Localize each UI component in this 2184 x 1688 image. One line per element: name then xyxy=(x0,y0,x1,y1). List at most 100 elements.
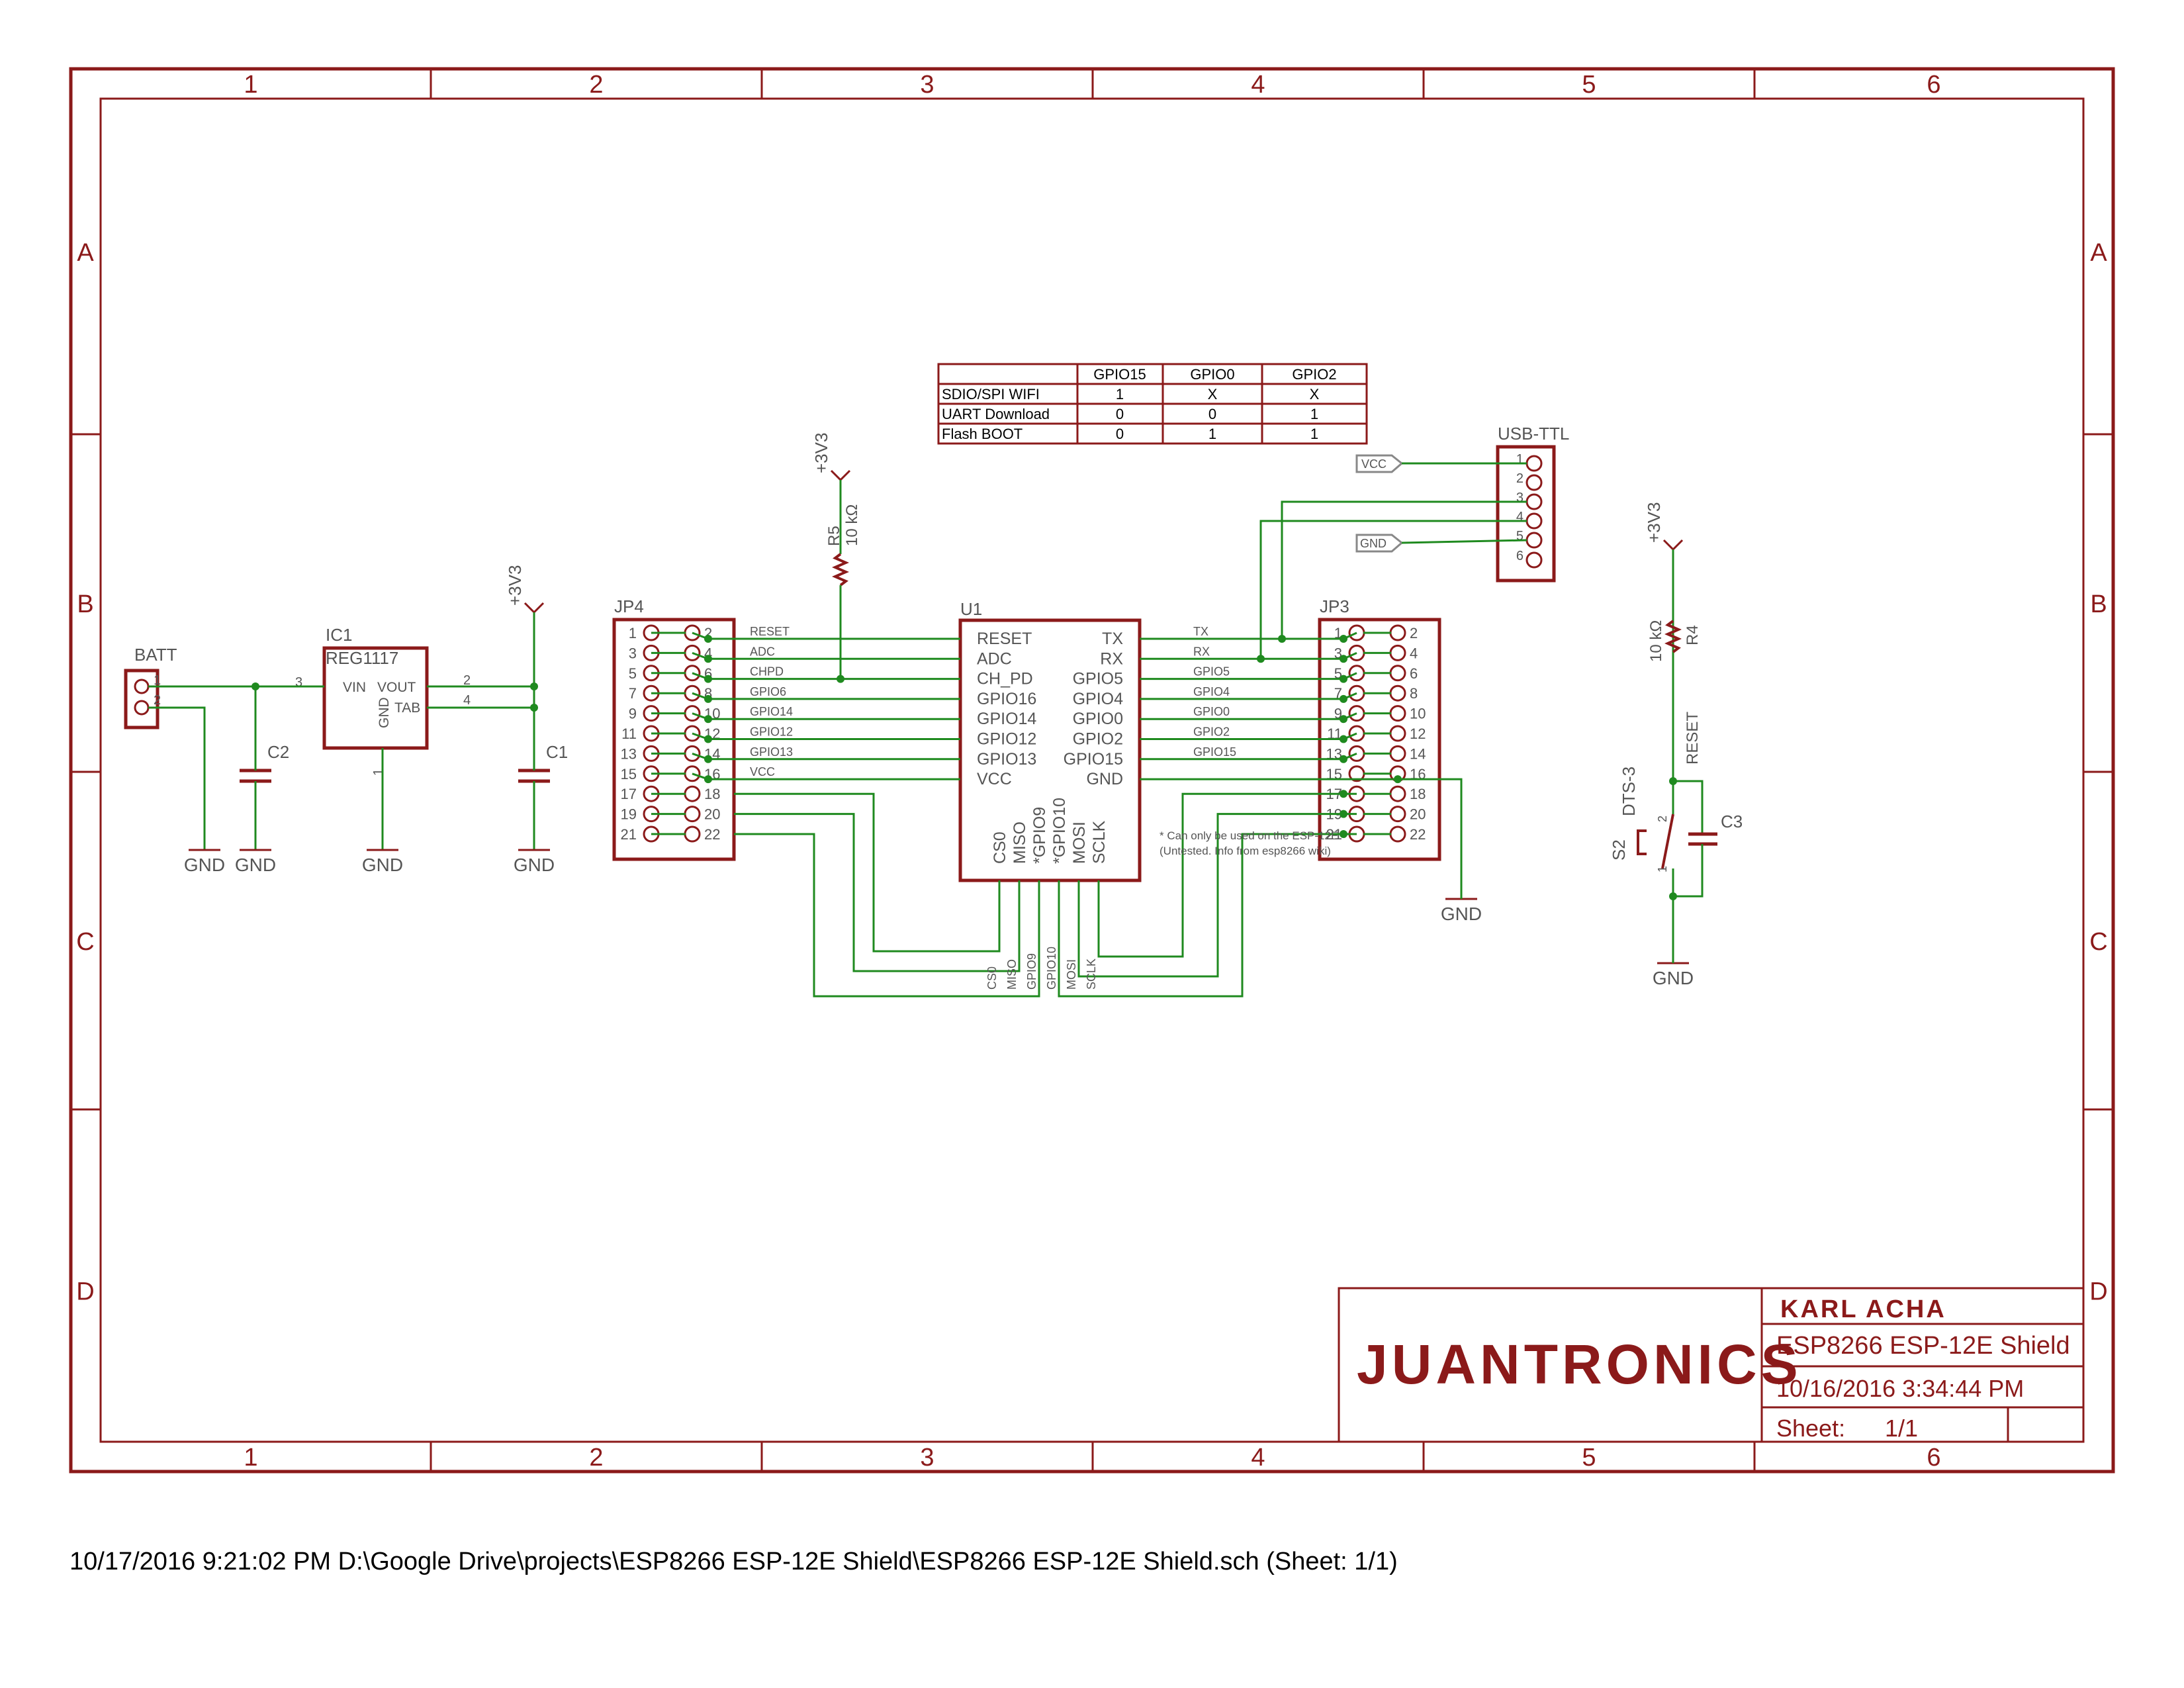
net-label: GPIO5 xyxy=(1193,665,1230,679)
header-pin xyxy=(684,785,701,802)
u1-left-pin-label: GPIO13 xyxy=(977,750,1036,769)
u1-bottom-pin-label: MISO xyxy=(1011,821,1029,864)
r4-label: R4 xyxy=(1684,625,1702,645)
column-label-bottom: 1 xyxy=(244,1444,257,1472)
batt-label: BATT xyxy=(134,645,177,665)
header-pin xyxy=(1389,806,1406,823)
header-pin-number: 11 xyxy=(1327,726,1342,742)
header-pin-number: 5 xyxy=(629,665,637,682)
gnd-label: GND xyxy=(362,855,403,875)
u1-left-pin-label: CH_PD xyxy=(977,670,1033,688)
ic1-gnd: GND xyxy=(377,697,392,728)
table-cell: 1 xyxy=(1310,406,1318,422)
vcc-net-flag: VCC xyxy=(1355,454,1404,473)
row-label-left: C xyxy=(76,928,94,956)
usb-ttl-pin-number: 4 xyxy=(1516,510,1524,524)
header-pin xyxy=(1389,644,1406,661)
u1-left-pin-label: ADC xyxy=(977,649,1012,668)
column-label-top: 5 xyxy=(1582,71,1596,99)
net-label: VCC xyxy=(750,765,775,778)
row-label-right: D xyxy=(2089,1278,2107,1306)
c1-label: C1 xyxy=(546,742,568,762)
net-labels: RESETADCCHPDGPIO6GPIO14GPIO12GPIO13VCCTX… xyxy=(750,625,1236,990)
net-label: GPIO13 xyxy=(750,745,793,759)
header-pin-number: 22 xyxy=(704,826,720,843)
header-pin-number: 1 xyxy=(629,625,637,641)
u1-left-pin-label: GPIO14 xyxy=(977,710,1036,728)
table-cell: 1 xyxy=(1310,426,1318,442)
jp3-label: JP3 xyxy=(1320,596,1349,616)
net-label: TX xyxy=(1193,625,1208,638)
net-label: GPIO4 xyxy=(1193,685,1230,698)
table-header-cell: GPIO0 xyxy=(1190,366,1234,383)
usb-ttl-pin-number: 3 xyxy=(1516,491,1524,505)
net-label: GPIO14 xyxy=(750,705,793,718)
usb-ttl-label: USB-TTL xyxy=(1498,424,1569,444)
author-name: KARL ACHA xyxy=(1780,1295,1946,1323)
column-label-top: 6 xyxy=(1927,71,1940,99)
u1-left-pin-label: GPIO16 xyxy=(977,690,1036,708)
esp12e-note: * Can only be used on the ESP-12E (Untes… xyxy=(1160,829,1338,857)
capacitor-c1: C1 xyxy=(518,742,568,783)
table-cell: 1 xyxy=(1208,426,1216,442)
u1-right-pin-label: GPIO4 xyxy=(1073,690,1124,708)
company-name: JUANTRONICS xyxy=(1357,1333,1802,1395)
r5-value: 10 kΩ xyxy=(843,504,861,546)
usb-ttl-pin-number: 6 xyxy=(1516,549,1524,563)
s2-pin-2: 2 xyxy=(1656,816,1669,822)
table-cell: X xyxy=(1310,386,1320,402)
table-cell: 0 xyxy=(1208,406,1216,422)
s2-pin-1: 1 xyxy=(1656,866,1669,872)
column-label-bottom: 5 xyxy=(1582,1444,1596,1472)
voltage-regulator-ic1: IC1 REG1117 VIN VOUT TAB GND 3 2 4 1 xyxy=(295,625,471,776)
gnd-label: GND xyxy=(1441,904,1482,924)
header-pin-number: 15 xyxy=(621,766,637,782)
header-pin-number: 8 xyxy=(1410,685,1418,702)
usb-ttl-pin xyxy=(1525,474,1543,491)
s2-label: S2 xyxy=(1609,839,1629,861)
header-pin xyxy=(684,825,701,843)
column-label-bottom: 6 xyxy=(1927,1444,1940,1472)
u1-left-pin-label: GPIO12 xyxy=(977,730,1036,749)
gnd-label: GND xyxy=(514,855,555,875)
c3-label: C3 xyxy=(1721,812,1743,831)
header-pin xyxy=(1389,684,1406,702)
gnd-flag-text: GND xyxy=(1360,537,1387,550)
signal-wires xyxy=(651,462,1527,998)
u1-right-pin-label: GND xyxy=(1086,770,1123,788)
header-pin-number: 6 xyxy=(1410,665,1418,682)
u1-bottom-pin-label: MOSI xyxy=(1070,821,1089,864)
table-cell: SDIO/SPI WIFI xyxy=(942,386,1040,402)
supply-3v3-label: +3V3 xyxy=(1644,502,1664,543)
u1-label: U1 xyxy=(960,599,982,619)
ic1-pin-4: 4 xyxy=(463,693,471,708)
table-cell: UART Download xyxy=(942,406,1050,422)
ic1-pin-2: 2 xyxy=(463,673,471,688)
batt-pin-1: 1 xyxy=(154,673,161,688)
table-header-cell: GPIO2 xyxy=(1292,366,1336,383)
header-pin-number: 11 xyxy=(621,726,637,742)
header-pin xyxy=(1389,825,1406,843)
row-label-left: B xyxy=(77,590,93,618)
ic1-tab: TAB xyxy=(394,700,420,716)
u1-right-pin-label: GPIO0 xyxy=(1073,710,1123,728)
header-pin-number: 12 xyxy=(1410,726,1426,742)
usb-ttl-pin xyxy=(1525,512,1543,530)
row-label-right: C xyxy=(2089,928,2107,956)
header-pin xyxy=(1389,665,1406,682)
usb-ttl-pin-number: 2 xyxy=(1516,471,1524,486)
note-line-2: (Untested. Info from esp8266 wiki) xyxy=(1160,845,1331,857)
u1-right-pin-label: RX xyxy=(1100,649,1123,668)
net-label: ADC xyxy=(750,645,775,658)
reset-circuit: 10 kΩ R4 RESET C3 DTS-3 S2 2 1 xyxy=(1609,549,1743,963)
ic1-pin-1: 1 xyxy=(371,769,386,776)
header-pin xyxy=(1389,705,1406,722)
esp8266-module-u1: U1 RESETADCCH_PDGPIO16GPIO14GPIO12GPIO13… xyxy=(958,599,1142,882)
header-pin xyxy=(1389,745,1406,762)
batt-pin-2: 2 xyxy=(154,693,161,708)
gnd-label: GND xyxy=(1653,968,1694,988)
gnd-label: GND xyxy=(235,855,276,875)
